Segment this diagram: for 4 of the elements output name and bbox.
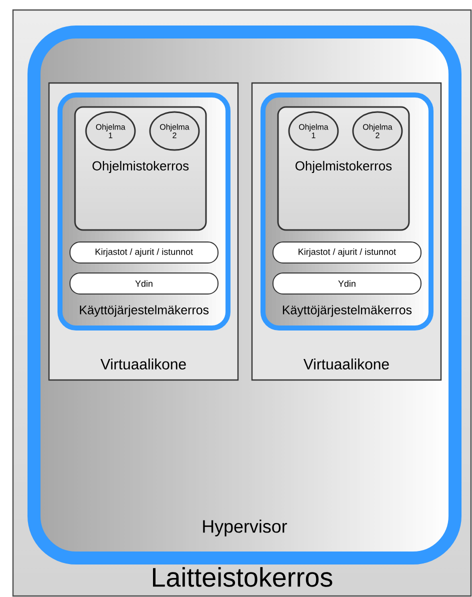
layer-pill: Ydin [70, 272, 218, 294]
layer-pill: Kirjastot / ajurit / istunnot [70, 242, 218, 264]
layer-pill: Ydin [272, 272, 422, 294]
layer-pill: Kirjastot / ajurit / istunnot [272, 242, 422, 264]
